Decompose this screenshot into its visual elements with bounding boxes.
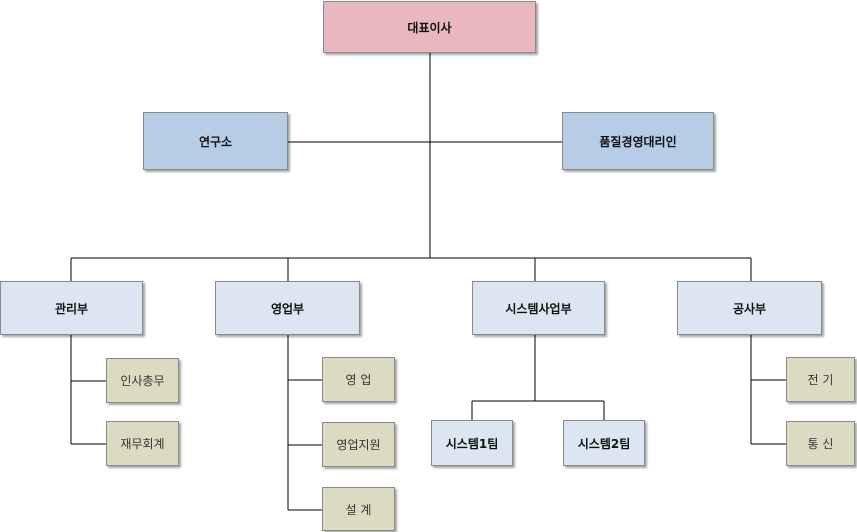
ceo-box: 대표이사	[323, 1, 536, 53]
team-sales-support: 영업지원	[322, 422, 395, 467]
team-finance-accounting: 재무회계	[106, 421, 179, 466]
team-system-2: 시스템2팀	[563, 420, 645, 466]
construction-dept-box: 공사부	[677, 281, 822, 335]
team-hr-general-affairs: 인사총무	[106, 358, 179, 403]
team-electrical: 전 기	[786, 357, 855, 402]
research-lab-box: 연구소	[143, 112, 288, 170]
sales-dept-box: 영업부	[215, 281, 360, 335]
quality-management-box: 품질경영대리인	[562, 112, 714, 170]
team-design: 설 계	[322, 487, 395, 531]
team-system-1: 시스템1팀	[431, 420, 513, 466]
team-sales: 영 업	[322, 357, 395, 402]
team-telecom: 통 신	[786, 421, 855, 466]
system-dept-box: 시스템사업부	[472, 281, 605, 335]
admin-dept-box: 관리부	[0, 281, 143, 335]
